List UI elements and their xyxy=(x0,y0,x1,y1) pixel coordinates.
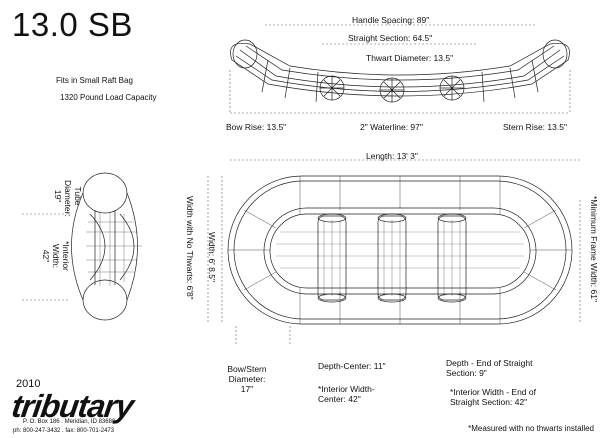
handle-spacing-label: Handle Spacing: 89" xyxy=(352,15,430,25)
brand-year: 2010 xyxy=(16,378,41,390)
load-capacity-note: 1320 Pound Load Capacity xyxy=(60,93,157,102)
model-title: 13.0 SB xyxy=(12,6,133,43)
interior-width-end-view-label: *Interior Width: 42" xyxy=(41,241,71,271)
raft-top-view xyxy=(227,175,573,325)
bow-stern-diameter-label: Bow/Stern Diameter: 17" xyxy=(227,364,267,394)
width-label: Width: 6' 8.5" xyxy=(207,232,217,282)
depth-center-label: Depth-Center: 11" xyxy=(318,361,386,371)
fit-note: Fits in Small Raft Bag xyxy=(56,76,133,85)
end-dimension-lines xyxy=(22,213,70,301)
raft-end-view xyxy=(71,172,142,321)
interior-width-center-label: *Interior Width- Center: 42" xyxy=(318,384,375,404)
bow-rise-label: Bow Rise: 13.5" xyxy=(226,122,287,132)
side-dimension-lines xyxy=(229,24,580,161)
raft-side-view xyxy=(230,39,570,103)
brand-address: P. O. Box 186 . Meridian, ID 83680 xyxy=(23,419,116,425)
waterline-label: 2" Waterline: 97" xyxy=(360,122,423,132)
minimum-frame-width-label: *Minimum Frame Width: 61" xyxy=(589,196,599,302)
length-label: Length: 13' 3" xyxy=(366,151,418,161)
tube-diameter-label: Tube Diameter: 19" xyxy=(53,180,83,217)
thwart-tubes xyxy=(317,213,467,303)
top-dimension-lines xyxy=(207,176,581,345)
stern-rise-label: Stern Rise: 13.5" xyxy=(503,122,567,132)
depth-end-label: Depth - End of Straight Section: 9" xyxy=(446,358,533,378)
interior-width-end-label: *Interior Width - End of Straight Sectio… xyxy=(450,387,536,407)
width-no-thwarts-label: Width with No Thwarts: 6'8" xyxy=(185,196,195,300)
thwart-diameter-label: Thwart Diameter: 13.5" xyxy=(366,53,454,63)
straight-section-label: Straight Section: 64.5" xyxy=(348,33,433,43)
footnote: *Measured with no thwarts installed xyxy=(468,424,594,433)
brand-phone: ph: 800-247-3432 . fax: 800-701-2473 xyxy=(13,428,115,434)
